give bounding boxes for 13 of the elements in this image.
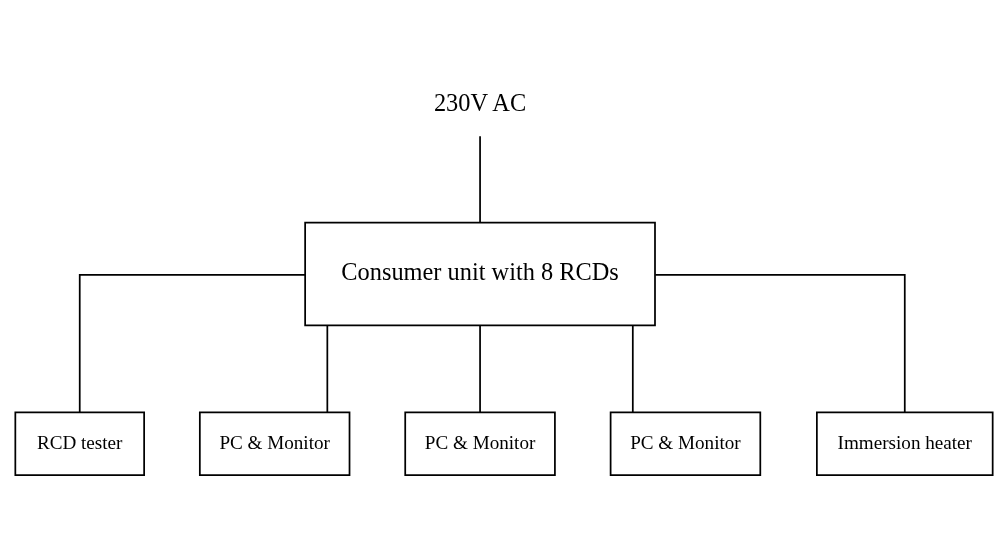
node-box: Consumer unit with 8 RCDs	[304, 221, 656, 326]
node-box: PC & Monitor	[609, 411, 762, 476]
connector	[479, 134, 481, 223]
connector	[78, 273, 306, 413]
connector	[654, 273, 906, 413]
connector	[326, 324, 329, 413]
node-box: RCD tester	[14, 411, 145, 476]
node-text: 230V AC	[433, 88, 527, 116]
connector	[479, 324, 481, 413]
node-box: Immersion heater	[816, 411, 994, 476]
connector	[631, 324, 634, 413]
node-box: PC & Monitor	[198, 411, 351, 476]
node-box: PC & Monitor	[404, 411, 556, 476]
